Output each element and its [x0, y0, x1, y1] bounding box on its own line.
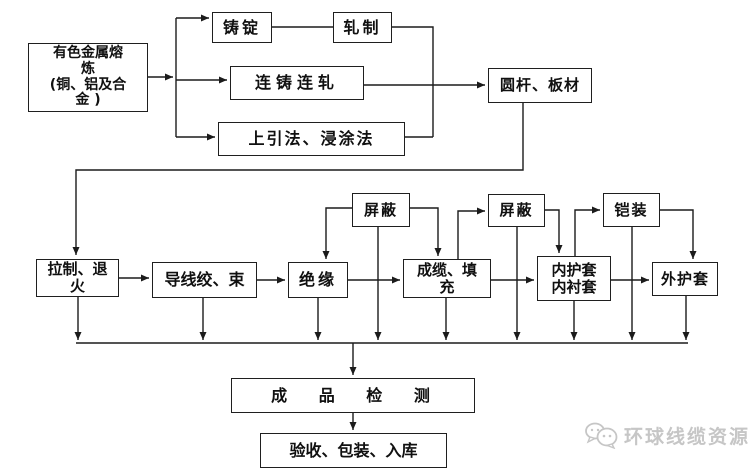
- node-ingot-casting: 铸锭: [212, 12, 272, 43]
- node-rolling: 轧制: [333, 12, 392, 43]
- node-shielding-2: 屏蔽: [488, 194, 545, 227]
- node-drawing-annealing: 拉制、退 火: [36, 259, 119, 297]
- connector-lines: [72, 14, 697, 430]
- node-rod-and-sheet: 圆杆、板材: [488, 68, 592, 103]
- node-armoring: 铠装: [603, 193, 660, 227]
- node-inner-sheath-lining: 内护套 内衬套: [537, 256, 611, 301]
- node-insulation: 绝缘: [288, 262, 348, 298]
- node-nonferrous-smelting: 有色金属熔 炼 (铜、铝及合 金 ): [28, 43, 148, 112]
- node-wire-stranding: 导线绞、束: [152, 262, 257, 298]
- node-finished-product-test: 成 品 检 测: [231, 378, 475, 413]
- node-updraw-dipcoat: 上引法、浸涂法: [218, 122, 405, 156]
- node-shielding-1: 屏蔽: [352, 193, 410, 227]
- node-continuous-cast-roll: 连铸连轧: [230, 66, 364, 100]
- watermark: 环球线缆资源: [584, 421, 750, 449]
- watermark-text: 环球线缆资源: [624, 425, 751, 448]
- node-cabling-filling: 成缆、填 充: [403, 259, 491, 298]
- node-outer-sheath: 外护套: [652, 262, 718, 296]
- node-acceptance-packaging-storage: 验收、包装、入库: [260, 433, 447, 468]
- speech-bubbles-logo: [585, 422, 618, 449]
